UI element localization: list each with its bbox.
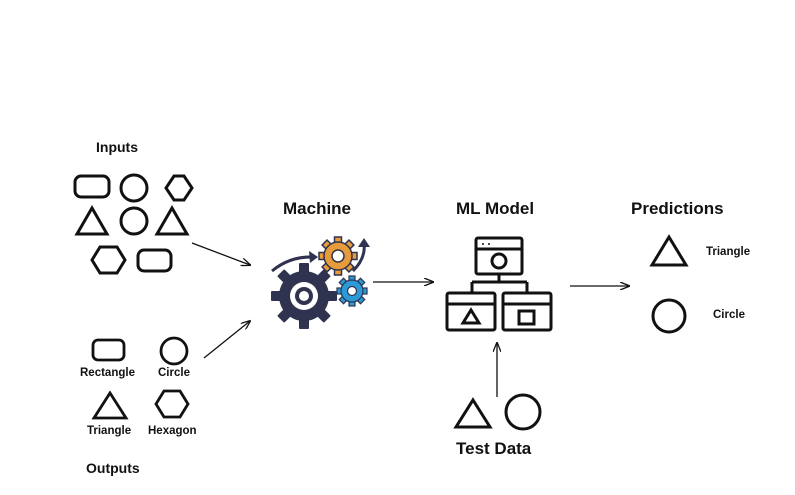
test-data-title: Test Data (456, 439, 532, 458)
predictions-title: Predictions (631, 199, 724, 218)
hexagon-icon (154, 389, 190, 419)
outputs-shapes (91, 336, 190, 420)
circle-icon (651, 298, 687, 334)
output-label-triangle: Triangle (87, 425, 132, 437)
inputs-title: Inputs (96, 139, 138, 155)
triangle-icon (453, 397, 493, 429)
triangle-icon (154, 204, 190, 236)
outputs-title: Outputs (86, 460, 140, 476)
ml-model-icon (445, 236, 553, 332)
ml-model-title: ML Model (456, 199, 535, 218)
orange-gear-icon (318, 236, 358, 276)
hexagon-icon (164, 174, 194, 202)
predictions-shapes (649, 234, 689, 334)
output-label-circle: Circle (158, 367, 190, 379)
output-label-hexagon: Hexagon (148, 425, 197, 437)
circle-icon (504, 393, 542, 431)
rectangle-icon (73, 174, 111, 199)
gears-icon (271, 236, 370, 329)
output-label-rectangle: Rectangle (80, 367, 135, 379)
circle-icon (119, 173, 149, 203)
prediction-label-triangle: Triangle (706, 246, 751, 258)
machine-title: Machine (283, 199, 352, 218)
large-gear-icon (271, 263, 337, 329)
rectangle-icon (91, 338, 126, 362)
triangle-icon (74, 204, 110, 236)
triangle-icon (91, 390, 129, 420)
blue-gear-icon (336, 275, 368, 307)
arrow-inputs-to-machine (191, 242, 250, 265)
arrow-outputs-to-machine (203, 321, 250, 359)
hexagon-icon (90, 245, 127, 275)
prediction-label-circle: Circle (713, 309, 745, 321)
test-data-shapes (453, 393, 542, 431)
triangle-icon (649, 234, 689, 267)
rectangle-icon (136, 248, 173, 273)
circle-icon (159, 336, 189, 366)
circle-icon (119, 206, 149, 236)
inputs-shapes (73, 173, 194, 275)
